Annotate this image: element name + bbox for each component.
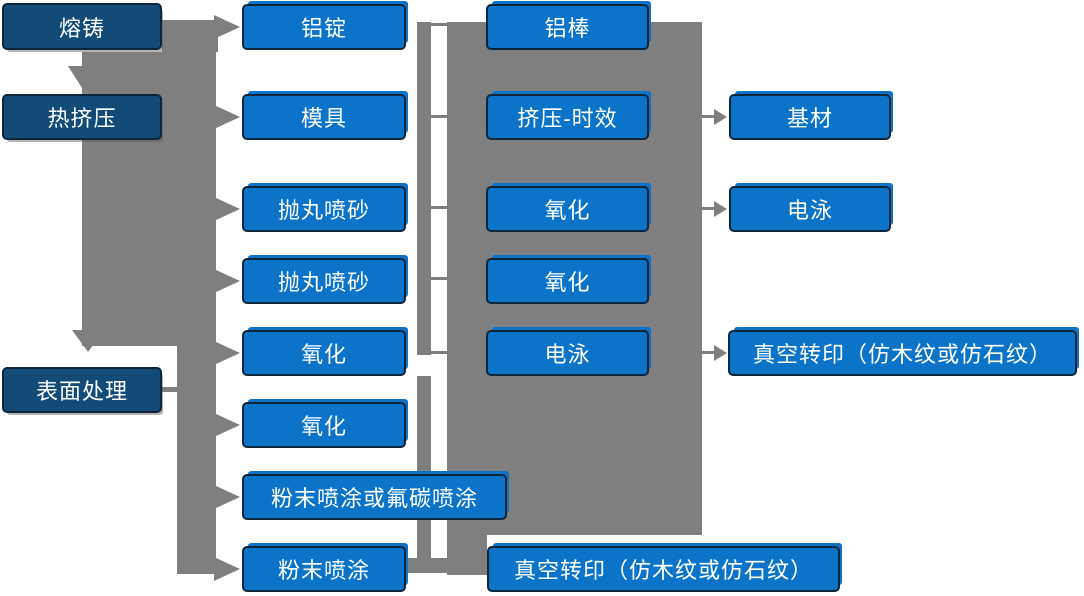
arrowhead-to-base-material-icon: [714, 109, 727, 125]
node-electrophoresis-2: 电泳: [729, 186, 891, 232]
node-hot-extrusion: 热挤压: [2, 94, 162, 140]
node-extrusion-aging: 挤压-时效: [486, 94, 649, 140]
connector-top-extension: [162, 20, 218, 52]
arrowhead-to-mold-icon: [214, 105, 240, 129]
connector-bottom-link: [406, 558, 487, 573]
arrowhead-to-shot-blasting-2-icon: [214, 269, 240, 293]
connector-stub-1: [431, 23, 447, 26]
node-base-material: 基材: [729, 94, 891, 140]
node-shot-blasting-1: 抛丸喷砂: [242, 186, 406, 232]
node-vacuum-transfer-1: 真空转印（仿木纹或仿石纹）: [728, 330, 1077, 376]
node-powder-coating: 粉末喷涂: [242, 546, 406, 592]
node-vacuum-transfer-2: 真空转印（仿木纹或仿石纹）: [487, 546, 840, 592]
connector-shaft-to-vacuum-transfer-1: [702, 351, 714, 354]
arrowhead-down-to-hot-extrusion-icon: [68, 66, 96, 88]
connector-stub-5: [431, 351, 447, 354]
node-shot-blasting-2: 抛丸喷砂: [242, 258, 406, 304]
node-oxidation-4: 氧化: [486, 258, 649, 304]
node-oxidation-2: 氧化: [242, 402, 406, 448]
connector-mid-band-upper: [417, 22, 431, 355]
node-oxidation-3: 氧化: [486, 186, 649, 232]
arrowhead-to-oxidation-1-icon: [214, 341, 240, 365]
node-powder-or-fluorocarbon: 粉末喷涂或氟碳喷涂: [242, 474, 507, 520]
arrowhead-down-to-surface-treatment-icon: [72, 330, 104, 352]
connector-stub-3: [431, 206, 447, 209]
connector-stub-4: [431, 277, 447, 280]
arrowhead-to-aluminum-ingot-icon: [214, 15, 240, 39]
arrowhead-to-powder-or-fluorocarbon-icon: [214, 485, 240, 509]
node-aluminum-rod: 铝棒: [486, 4, 649, 50]
arrowhead-to-electrophoresis-2-icon: [714, 201, 727, 217]
node-mold: 模具: [242, 94, 406, 140]
node-casting: 熔铸: [2, 3, 162, 50]
connector-stub-2: [431, 115, 447, 118]
arrowhead-to-oxidation-2-icon: [214, 413, 240, 437]
node-aluminum-ingot: 铝锭: [242, 4, 406, 50]
connector-shaft-to-electrophoresis-2: [702, 207, 714, 210]
node-oxidation-1: 氧化: [242, 330, 406, 376]
connector-surface-treatment-link: [162, 387, 177, 392]
connector-left-band: [177, 346, 216, 574]
connector-shaft-to-base-material: [702, 115, 714, 118]
node-electrophoresis-1: 电泳: [486, 330, 649, 376]
arrowhead-to-vacuum-transfer-1-icon: [714, 345, 727, 361]
node-surface-treatment: 表面处理: [2, 367, 162, 413]
arrowhead-to-powder-coating-icon: [214, 557, 240, 581]
arrowhead-to-shot-blasting-1-icon: [214, 197, 240, 221]
